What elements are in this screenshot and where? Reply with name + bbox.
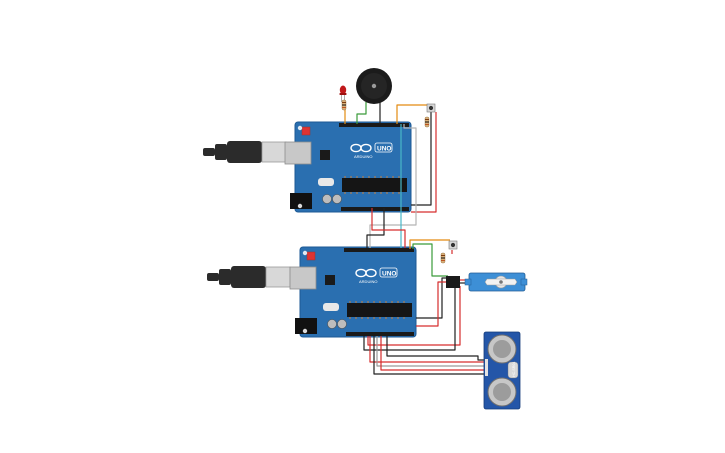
usb-cable-tip: [207, 273, 219, 281]
usb-icon: [231, 266, 266, 288]
arduino-logo-icon: [350, 143, 372, 153]
pushbutton-icon[interactable]: [448, 240, 458, 250]
power-analog-header: [346, 332, 414, 336]
arduino-logo-icon: [355, 268, 377, 278]
resistor-icon: [424, 116, 430, 128]
resistor-icon: [440, 252, 446, 264]
atmega-chip: [342, 178, 407, 192]
servo-icon[interactable]: [446, 272, 528, 292]
sensor-model-label: HC-SR04: [512, 362, 516, 377]
digital-header: [344, 248, 414, 252]
board-model: UNO: [382, 271, 396, 278]
usb-cable-tip: [203, 148, 215, 156]
wires: [344, 102, 485, 375]
usb-cable-top[interactable]: [203, 141, 287, 163]
usb-icon: [227, 141, 262, 163]
resistor-icon: [341, 99, 347, 111]
reset-button[interactable]: [301, 126, 311, 136]
arduino-uno-top[interactable]: ARDUINO UNO: [284, 121, 412, 213]
power-jack: [290, 193, 312, 209]
power-jack: [295, 318, 317, 334]
led-icon[interactable]: [339, 85, 347, 103]
arduino-uno-bottom[interactable]: ARDUINO UNO: [289, 246, 417, 338]
board-brand: ARDUINO: [359, 279, 377, 284]
buzzer-icon[interactable]: [356, 68, 392, 104]
usb-port: [289, 266, 317, 290]
board-brand: ARDUINO: [354, 154, 372, 159]
pushbutton-icon[interactable]: [426, 103, 436, 113]
power-analog-header: [341, 207, 409, 211]
atmega-chip: [347, 303, 412, 317]
usb-port: [284, 141, 312, 165]
digital-header: [339, 123, 409, 127]
reset-button[interactable]: [306, 251, 316, 261]
usb-cable-bottom[interactable]: [207, 266, 291, 288]
ultrasonic-sensor-icon[interactable]: HC-SR04: [483, 331, 521, 410]
board-model: UNO: [377, 146, 391, 153]
